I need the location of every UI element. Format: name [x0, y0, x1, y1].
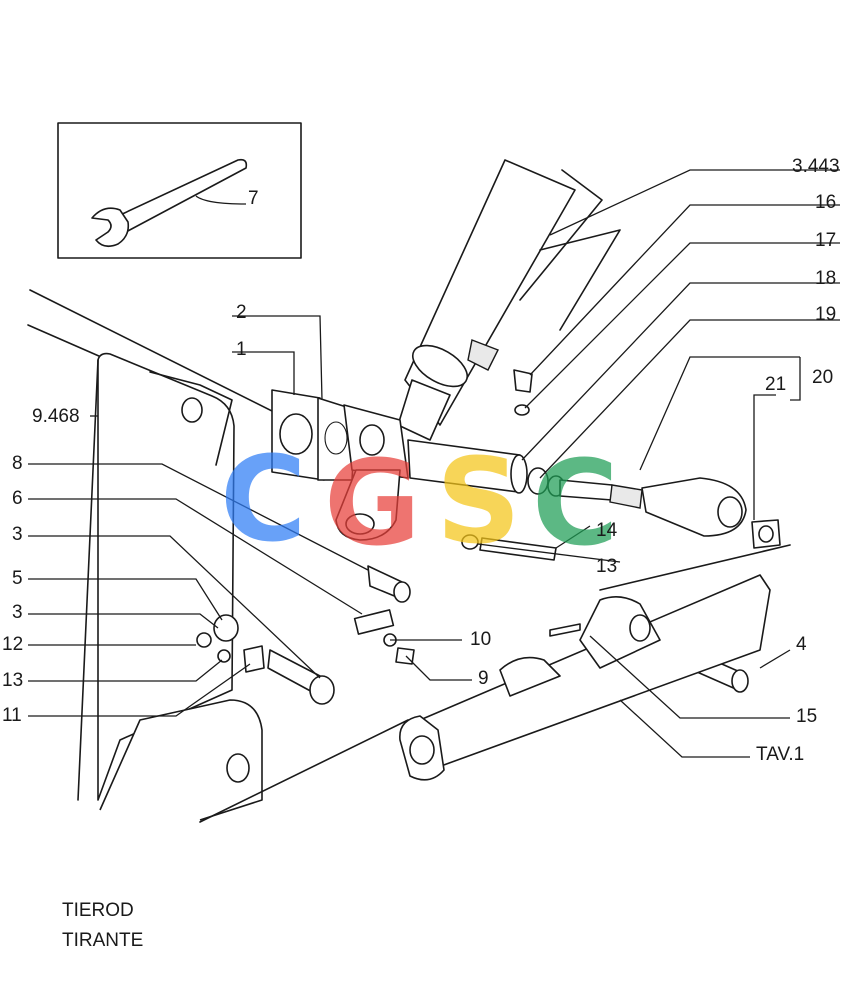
- callout-20: 20: [812, 367, 833, 388]
- callout-1: 1: [236, 339, 247, 360]
- callout-3-lower: 3: [12, 602, 23, 623]
- callout-labels: 7 3.443 16 17 18 19 20 21 2 1 9.468 8 6 …: [2, 156, 840, 765]
- callout-9468: 9.468: [32, 406, 80, 427]
- small-parts: [196, 565, 749, 705]
- callout-8: 8: [12, 453, 23, 474]
- wrench-inset: [57, 122, 302, 259]
- watermark-letter-s: S: [436, 432, 521, 570]
- callout-7: 7: [248, 188, 259, 209]
- lower-arm: [399, 544, 791, 781]
- callout-13-left: 13: [2, 670, 23, 691]
- inset-frame: [57, 122, 302, 259]
- callout-17: 17: [815, 230, 836, 251]
- callout-16: 16: [815, 192, 836, 213]
- watermark-letter-c1: C: [220, 430, 307, 568]
- watermark-letter-g: G: [324, 434, 421, 572]
- callout-19: 19: [815, 304, 836, 325]
- callout-6: 6: [12, 488, 23, 509]
- callout-11: 11: [2, 705, 22, 726]
- callout-3-upper: 3: [12, 524, 23, 545]
- callout-15: 15: [796, 706, 817, 727]
- callout-3443: 3.443: [792, 156, 840, 177]
- callout-18: 18: [815, 268, 836, 289]
- callout-12: 12: [2, 634, 23, 655]
- wrench-icon: [91, 158, 248, 248]
- callout-9: 9: [478, 668, 489, 689]
- callout-5: 5: [12, 568, 23, 589]
- left-frame: [27, 289, 409, 823]
- callout-4: 4: [796, 634, 807, 655]
- watermark: C G S C: [220, 430, 619, 572]
- caption-english: TIEROD: [62, 900, 134, 921]
- callout-14: 14: [596, 520, 618, 541]
- caption-italian: TIRANTE: [62, 930, 144, 951]
- callout-10: 10: [470, 629, 491, 650]
- flange-plates: [271, 389, 409, 541]
- callout-tav1: TAV.1: [756, 744, 804, 765]
- watermark-letter-c2: C: [532, 434, 619, 572]
- cylinder-body: [397, 159, 621, 441]
- leader-lines: [28, 169, 840, 758]
- callout-13-right: 13: [596, 556, 617, 577]
- tie-rod-assembly: [407, 369, 781, 561]
- callout-21: 21: [765, 374, 786, 395]
- callout-2: 2: [236, 302, 247, 323]
